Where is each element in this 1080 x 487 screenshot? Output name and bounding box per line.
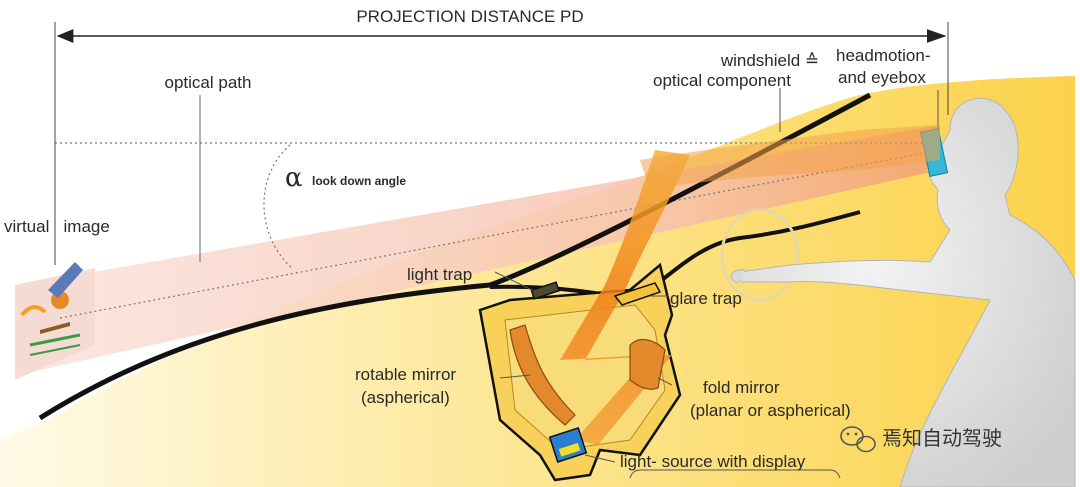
light-source-label: light- source with display	[620, 452, 806, 471]
watermark: 焉知自动驾驶	[840, 426, 1002, 453]
dashboard-contour	[489, 210, 861, 303]
light-ray-upper	[640, 125, 940, 190]
hud-housing-inner	[504, 304, 666, 451]
fold-mirror-leader	[657, 377, 673, 386]
windshield-label: windshield ≙	[720, 51, 819, 70]
virtual-image-content	[20, 262, 83, 356]
look-down-angle-arc	[263, 144, 293, 269]
light-trap	[530, 281, 560, 300]
optical-path-beam	[18, 125, 940, 375]
light-trap-label: light trap	[407, 265, 472, 284]
wechat-icon	[840, 426, 876, 453]
steering-wheel	[720, 208, 800, 302]
alpha-symbol: α	[285, 163, 303, 193]
optical-component-label: optical component	[653, 71, 791, 90]
rotable-mirror-sub-label: (aspherical)	[361, 388, 450, 407]
fold-mirror-sub-label: (planar or aspherical)	[690, 401, 851, 420]
light-source-bracket	[629, 469, 841, 479]
eyebox-label: and eyebox	[838, 68, 926, 87]
fold-mirror-label: fold mirror	[703, 378, 780, 397]
glare-trap-label: glare trap	[670, 289, 742, 308]
headmotion-label: headmotion-	[836, 46, 931, 65]
look-down-angle-label: look down angle	[312, 174, 406, 188]
virtual-image-plate	[15, 268, 95, 380]
rotable-mirror-label: rotable mirror	[355, 365, 456, 384]
fold-mirror	[629, 338, 666, 390]
watermark-text: 焉知自动驾驶	[882, 426, 1002, 450]
light-source-display	[548, 427, 588, 463]
glare-trap	[613, 282, 662, 306]
optical-path-centerline	[59, 149, 941, 319]
driver-figure	[730, 97, 1076, 487]
projection-distance-label: PROJECTION DISTANCE PD	[356, 7, 583, 26]
rotable-mirror	[509, 324, 576, 426]
light-source-leader	[584, 454, 616, 463]
virtual-image-label: virtual image	[4, 217, 110, 236]
light-trap-leader	[494, 271, 533, 291]
rotable-mirror-leader	[499, 374, 531, 379]
optical-path-label: optical path	[165, 73, 252, 92]
